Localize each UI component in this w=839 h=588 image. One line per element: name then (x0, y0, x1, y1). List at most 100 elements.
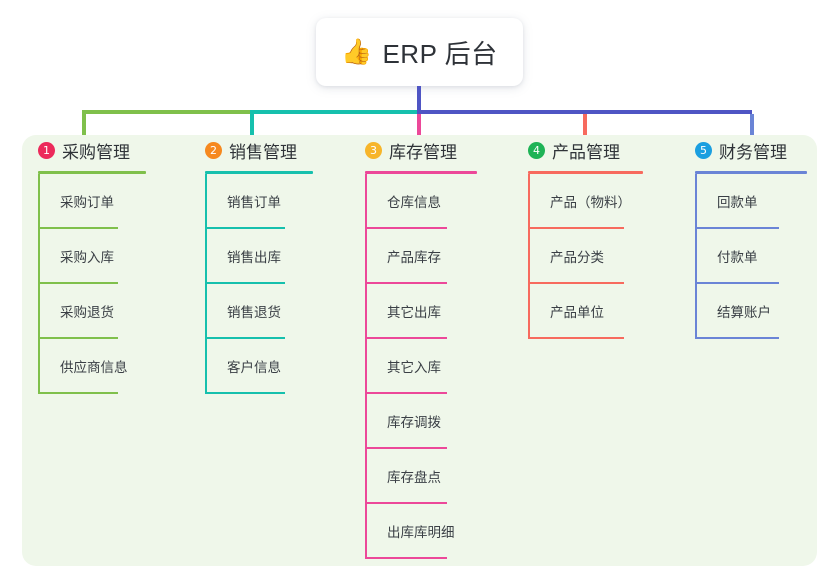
root-node-card[interactable]: 👍 ERP 后台 (316, 18, 523, 86)
module-title: 库存管理 (389, 142, 457, 162)
module-column-3: 3 库存管理仓库信息产品库存其它出库其它入库库存调拨库存盘点出库库明细 (365, 135, 477, 559)
module-items: 采购订单采购入库采购退货供应商信息 (38, 174, 146, 394)
module-header-5[interactable]: 5 财务管理 (695, 135, 807, 165)
module-header-underline (695, 171, 807, 174)
module-item[interactable]: 结算账户 (695, 284, 807, 339)
module-item[interactable]: 出库库明细 (365, 504, 477, 559)
module-item-underline (205, 392, 285, 394)
module-spine (528, 174, 530, 339)
module-item[interactable]: 客户信息 (205, 339, 313, 394)
module-header-underline (205, 171, 313, 174)
module-item-label: 回款单 (717, 195, 758, 210)
module-item[interactable]: 付款单 (695, 229, 807, 284)
module-item-underline (38, 337, 118, 339)
module-item[interactable]: 采购退货 (38, 284, 146, 339)
module-item[interactable]: 库存调拨 (365, 394, 477, 449)
module-title: 财务管理 (719, 142, 787, 162)
module-item-label: 客户信息 (227, 360, 281, 375)
module-item-label: 产品分类 (550, 250, 604, 265)
module-item[interactable]: 其它出库 (365, 284, 477, 339)
drop-purchasing (82, 114, 86, 145)
module-item-label: 销售出库 (227, 250, 281, 265)
module-item[interactable]: 产品单位 (528, 284, 643, 339)
module-item-label: 产品库存 (387, 250, 441, 265)
module-item-underline (38, 227, 118, 229)
module-number-badge: 5 (695, 141, 712, 159)
module-header-underline (365, 171, 477, 174)
module-item[interactable]: 其它入库 (365, 339, 477, 394)
module-title: 采购管理 (62, 142, 130, 162)
module-item-label: 其它入库 (387, 360, 441, 375)
module-item[interactable]: 仓库信息 (365, 174, 477, 229)
module-item-underline (365, 447, 447, 449)
module-header-3[interactable]: 3 库存管理 (365, 135, 477, 165)
module-item[interactable]: 采购入库 (38, 229, 146, 284)
segment-purchasing (82, 110, 250, 114)
module-item-underline (528, 227, 624, 229)
module-item-label: 供应商信息 (60, 360, 128, 375)
module-item-underline (365, 392, 447, 394)
module-item-underline (38, 282, 118, 284)
module-column-2: 2 销售管理销售订单销售出库销售退货客户信息 (205, 135, 313, 394)
module-item-label: 采购订单 (60, 195, 114, 210)
module-item-label: 库存盘点 (387, 470, 441, 485)
module-spine (205, 174, 207, 394)
module-header-underline (38, 171, 146, 174)
root-connector-junction (417, 110, 421, 114)
module-item[interactable]: 供应商信息 (38, 339, 146, 394)
drop-finance (750, 114, 754, 145)
module-item-underline (528, 282, 624, 284)
module-item-underline (695, 282, 779, 284)
module-item-underline (205, 227, 285, 229)
module-item-underline (365, 227, 447, 229)
module-item[interactable]: 产品（物料） (528, 174, 643, 229)
module-item-underline (695, 337, 779, 339)
drop-product (583, 114, 587, 145)
module-item[interactable]: 采购订单 (38, 174, 146, 229)
root-node-title: ERP 后台 (382, 38, 498, 69)
module-items: 产品（物料） 产品分类产品单位 (528, 174, 643, 339)
segment-inventory-to-finance (419, 110, 752, 114)
module-item[interactable]: 销售退货 (205, 284, 313, 339)
module-item-underline (205, 282, 285, 284)
module-item[interactable]: 库存盘点 (365, 449, 477, 504)
module-number-badge: 2 (205, 141, 222, 159)
module-number-badge: 4 (528, 141, 545, 159)
module-item-underline (365, 502, 447, 504)
module-number-badge: 3 (365, 141, 382, 159)
module-item[interactable]: 产品分类 (528, 229, 643, 284)
module-item-label: 结算账户 (717, 305, 771, 320)
module-item-underline (365, 337, 447, 339)
module-item-label: 库存调拨 (387, 415, 441, 430)
root-connector-stem (417, 86, 421, 114)
module-item-label: 采购退货 (60, 305, 114, 320)
module-item-underline (695, 227, 779, 229)
module-item-label: 采购入库 (60, 250, 114, 265)
module-item[interactable]: 产品库存 (365, 229, 477, 284)
module-item-underline (365, 557, 447, 559)
module-item-underline (528, 337, 624, 339)
thumbs-up-icon: 👍 (341, 37, 373, 66)
module-item-label: 产品单位 (550, 305, 604, 320)
module-item[interactable]: 销售订单 (205, 174, 313, 229)
module-item-label: 付款单 (717, 250, 758, 265)
module-items: 回款单付款单结算账户 (695, 174, 807, 339)
module-item[interactable]: 销售出库 (205, 229, 313, 284)
module-header-underline (528, 171, 643, 174)
module-title: 销售管理 (229, 142, 297, 162)
drop-sales (250, 114, 254, 145)
module-header-2[interactable]: 2 销售管理 (205, 135, 313, 165)
module-spine (695, 174, 697, 339)
module-items: 仓库信息产品库存其它出库其它入库库存调拨库存盘点出库库明细 (365, 174, 477, 559)
module-item-label: 销售订单 (227, 195, 281, 210)
module-item[interactable]: 回款单 (695, 174, 807, 229)
module-column-5: 5 财务管理回款单付款单结算账户 (695, 135, 807, 339)
module-item-label: 仓库信息 (387, 195, 441, 210)
module-item-underline (38, 392, 118, 394)
module-item-underline (365, 282, 447, 284)
